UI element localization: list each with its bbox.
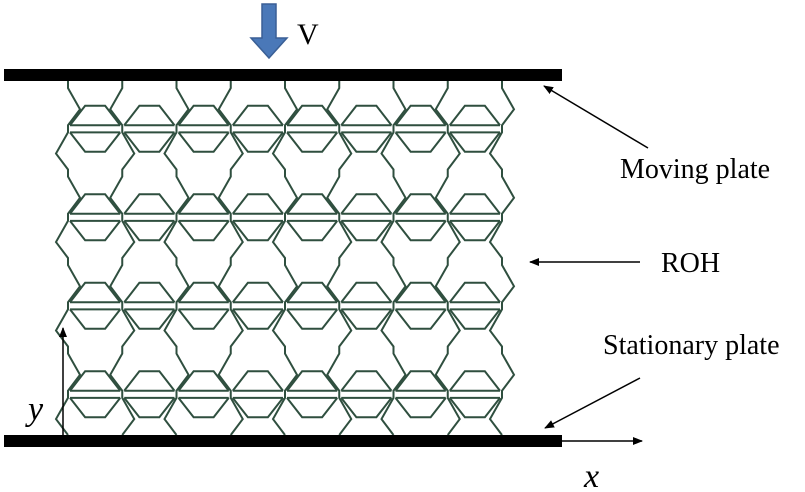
lattice-wall (54, 81, 82, 436)
lattice-chevron-bottom (448, 220, 501, 242)
roh-lattice-structure (54, 81, 516, 436)
lattice-chevron-top (231, 281, 284, 303)
lattice-chevron-top (340, 281, 393, 303)
lattice-chevron-bottom (69, 131, 122, 153)
lattice-chevron-bottom (448, 397, 501, 419)
moving-plate-label: Moving plate (620, 154, 770, 185)
lattice-chevron-bottom (394, 397, 447, 419)
lattice-wall (434, 81, 461, 436)
lattice-chevron-top (394, 104, 447, 126)
lattice-chevron-top (394, 281, 447, 303)
lattice-chevron-bottom (231, 220, 284, 242)
lattice-chevron-bottom (340, 131, 393, 153)
lattice-chevron-bottom (448, 131, 501, 153)
lattice-chevron-top (286, 193, 339, 215)
lattice-chevron-top (394, 193, 447, 215)
lattice-wall (163, 81, 190, 436)
lattice-chevron-top (286, 281, 339, 303)
lattice-chevron-top (340, 104, 393, 126)
lattice-chevron-top (177, 281, 230, 303)
lattice-chevron-bottom (340, 308, 393, 330)
lattice-chevron-bottom (394, 308, 447, 330)
lattice-chevron-top (448, 193, 501, 215)
lattice-chevron-bottom (286, 220, 339, 242)
lattice-chevron-bottom (177, 220, 230, 242)
lattice-chevron-top (286, 370, 339, 392)
lattice-chevron-top (231, 370, 284, 392)
lattice-chevron-top (123, 104, 176, 126)
lattice-chevron-bottom (394, 220, 447, 242)
lattice-chevron-bottom (177, 131, 230, 153)
moving-plate-pointer-arrow (543, 85, 649, 149)
stationary-plate (4, 435, 562, 447)
lattice-chevron-top (177, 104, 230, 126)
y-axis-label: y (25, 391, 44, 428)
lattice-wall (109, 81, 136, 436)
lattice-chevron-bottom (286, 397, 339, 419)
lattice-chevron-bottom (231, 397, 284, 419)
stationary-plate-pointer-arrow (544, 377, 641, 429)
lattice-chevron-bottom (123, 220, 176, 242)
lattice-chevron-bottom (231, 131, 284, 153)
lattice-chevron-top (448, 281, 501, 303)
lattice-chevron-bottom (69, 308, 122, 330)
lattice-chevron-top (69, 370, 122, 392)
lattice-chevron-top (231, 104, 284, 126)
lattice-chevron-top (231, 193, 284, 215)
x-axis-label: x (583, 458, 599, 492)
lattice-chevron-top (177, 370, 230, 392)
lattice-chevron-top (123, 193, 176, 215)
lattice-chevron-bottom (340, 220, 393, 242)
lattice-chevron-bottom (177, 397, 230, 419)
lattice-chevron-bottom (69, 220, 122, 242)
lattice-chevron-top (123, 281, 176, 303)
lattice-chevron-top (177, 193, 230, 215)
lattice-chevron-top (69, 193, 122, 215)
lattice-chevron-top (69, 281, 122, 303)
lattice-chevron-bottom (69, 397, 122, 419)
roh-label: ROH (661, 248, 720, 279)
stationary-plate-label: Stationary plate (603, 330, 780, 361)
lattice-chevron-bottom (286, 131, 339, 153)
lattice-wall (271, 81, 299, 436)
lattice-chevron-bottom (123, 397, 176, 419)
lattice-chevron-top (448, 370, 501, 392)
lattice-chevron-top (340, 193, 393, 215)
lattice-chevron-top (394, 370, 447, 392)
lattice-chevron-bottom (123, 308, 176, 330)
lattice-chevron-bottom (340, 397, 393, 419)
velocity-label: V (297, 18, 319, 51)
lattice-chevron-bottom (177, 308, 230, 330)
lattice-chevron-top (286, 104, 339, 126)
lattice-chevron-bottom (286, 308, 339, 330)
lattice-wall (217, 81, 244, 436)
lattice-wall (326, 81, 353, 436)
lattice-wall (488, 81, 516, 436)
lattice-wall (380, 81, 407, 436)
lattice-chevron-bottom (123, 131, 176, 153)
lattice-chevron-bottom (231, 308, 284, 330)
lattice-chevron-top (340, 370, 393, 392)
velocity-arrow-icon (249, 3, 289, 60)
lattice-chevron-top (123, 370, 176, 392)
lattice-chevron-bottom (448, 308, 501, 330)
moving-plate (4, 69, 562, 81)
lattice-chevron-top (448, 104, 501, 126)
lattice-chevron-bottom (394, 131, 447, 153)
lattice-chevron-top (69, 104, 122, 126)
